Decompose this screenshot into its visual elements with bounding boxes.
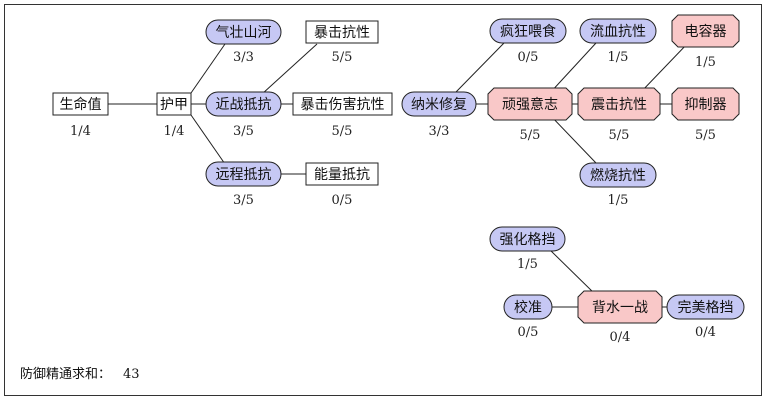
node-last-stand[interactable]: 背水一战 0/4 — [577, 290, 663, 345]
node-count: 1/5 — [517, 257, 538, 272]
edge-armor-qizhuang — [190, 43, 226, 94]
node-perfect-block[interactable]: 完美格挡 0/4 — [666, 294, 745, 340]
node-energy-resist[interactable]: 能量抵抗 0/5 — [305, 162, 379, 208]
node-label: 远程抵抗 — [216, 167, 272, 183]
diagram-frame — [4, 4, 762, 396]
node-count: 5/5 — [609, 128, 630, 143]
summary-label: 防御精通求和： — [20, 366, 111, 382]
node-crit-resistance[interactable]: 暴击抗性 5/5 — [305, 20, 379, 65]
node-count: 5/5 — [695, 128, 716, 143]
node-count: 5/5 — [332, 50, 353, 65]
node-label: 电容器 — [685, 23, 727, 40]
node-count: 1/4 — [164, 124, 185, 139]
node-count: 0/5 — [332, 193, 353, 208]
node-count: 5/5 — [332, 124, 353, 139]
node-label: 完美格挡 — [678, 300, 734, 316]
node-label: 纳米修复 — [411, 96, 467, 113]
node-label: 燃烧抗性 — [590, 167, 646, 184]
node-label: 抑制器 — [685, 97, 727, 113]
node-count: 3/3 — [233, 50, 254, 65]
node-label: 能量抵抗 — [314, 167, 370, 183]
node-label: 震击抗性 — [591, 97, 647, 113]
node-tenacity[interactable]: 顽强意志 5/5 — [487, 87, 573, 143]
node-life[interactable]: 生命值 1/4 — [52, 92, 109, 139]
node-label: 护甲 — [160, 97, 188, 113]
node-critdmg-resistance[interactable]: 暴击伤害抗性 5/5 — [292, 92, 393, 139]
edges — [108, 42, 689, 308]
node-count: 1/5 — [608, 193, 629, 208]
node-count: 1/5 — [695, 55, 716, 70]
node-frenzy-feed[interactable]: 疯狂喂食 0/5 — [489, 18, 567, 65]
edge-melee-critres — [261, 43, 318, 95]
node-nano-repair[interactable]: 纳米修复 3/3 — [401, 91, 477, 139]
node-label: 流血抗性 — [590, 24, 646, 40]
node-block-upgrade[interactable]: 强化格挡 1/5 — [489, 226, 566, 272]
node-count: 3/5 — [233, 124, 254, 139]
node-count: 1/4 — [70, 124, 91, 139]
node-count: 3/3 — [429, 124, 450, 139]
node-capacitor[interactable]: 电容器 1/5 — [671, 14, 740, 70]
node-label: 生命值 — [60, 96, 102, 113]
node-label: 校准 — [514, 299, 542, 316]
node-count: 3/5 — [233, 193, 254, 208]
node-label: 背水一战 — [592, 300, 648, 316]
node-count: 0/5 — [518, 325, 539, 340]
node-label: 强化格挡 — [500, 232, 556, 248]
node-count: 1/5 — [608, 50, 629, 65]
node-count: 0/5 — [518, 50, 539, 65]
node-label: 疯狂喂食 — [500, 23, 556, 40]
node-armor[interactable]: 护甲 1/4 — [156, 92, 192, 139]
node-count: 5/5 — [520, 128, 541, 143]
node-qizhuang[interactable]: 气壮山河 3/3 — [205, 19, 282, 65]
node-burn-resist[interactable]: 燃烧抗性 1/5 — [579, 162, 657, 208]
edge-blockup-laststand — [547, 247, 598, 297]
edge-armor-ranged — [190, 114, 226, 165]
node-ranged-resist[interactable]: 远程抵抗 3/5 — [205, 161, 282, 208]
node-bleed-resist[interactable]: 流血抗性 1/5 — [579, 18, 657, 65]
edge-nano-frenzy — [455, 42, 505, 93]
summary-value: 43 — [123, 367, 140, 382]
node-calibrate[interactable]: 校准 0/5 — [503, 294, 553, 340]
node-shock-resist[interactable]: 震击抗性 5/5 — [577, 87, 661, 143]
edge-tenacity-burn — [548, 113, 597, 164]
node-label: 气壮山河 — [216, 25, 272, 41]
node-count: 0/4 — [610, 330, 631, 345]
node-suppressor[interactable]: 抑制器 5/5 — [671, 87, 740, 143]
node-label: 近战抵抗 — [216, 97, 272, 113]
node-label: 暴击抗性 — [314, 25, 370, 41]
node-label: 暴击伤害抗性 — [301, 97, 385, 113]
node-melee-resist[interactable]: 近战抵抗 3/5 — [205, 91, 282, 139]
node-label: 顽强意志 — [502, 96, 558, 113]
edge-tenacity-bleed — [548, 42, 597, 95]
edge-shock-capacitor — [639, 42, 689, 94]
node-count: 0/4 — [695, 325, 716, 340]
